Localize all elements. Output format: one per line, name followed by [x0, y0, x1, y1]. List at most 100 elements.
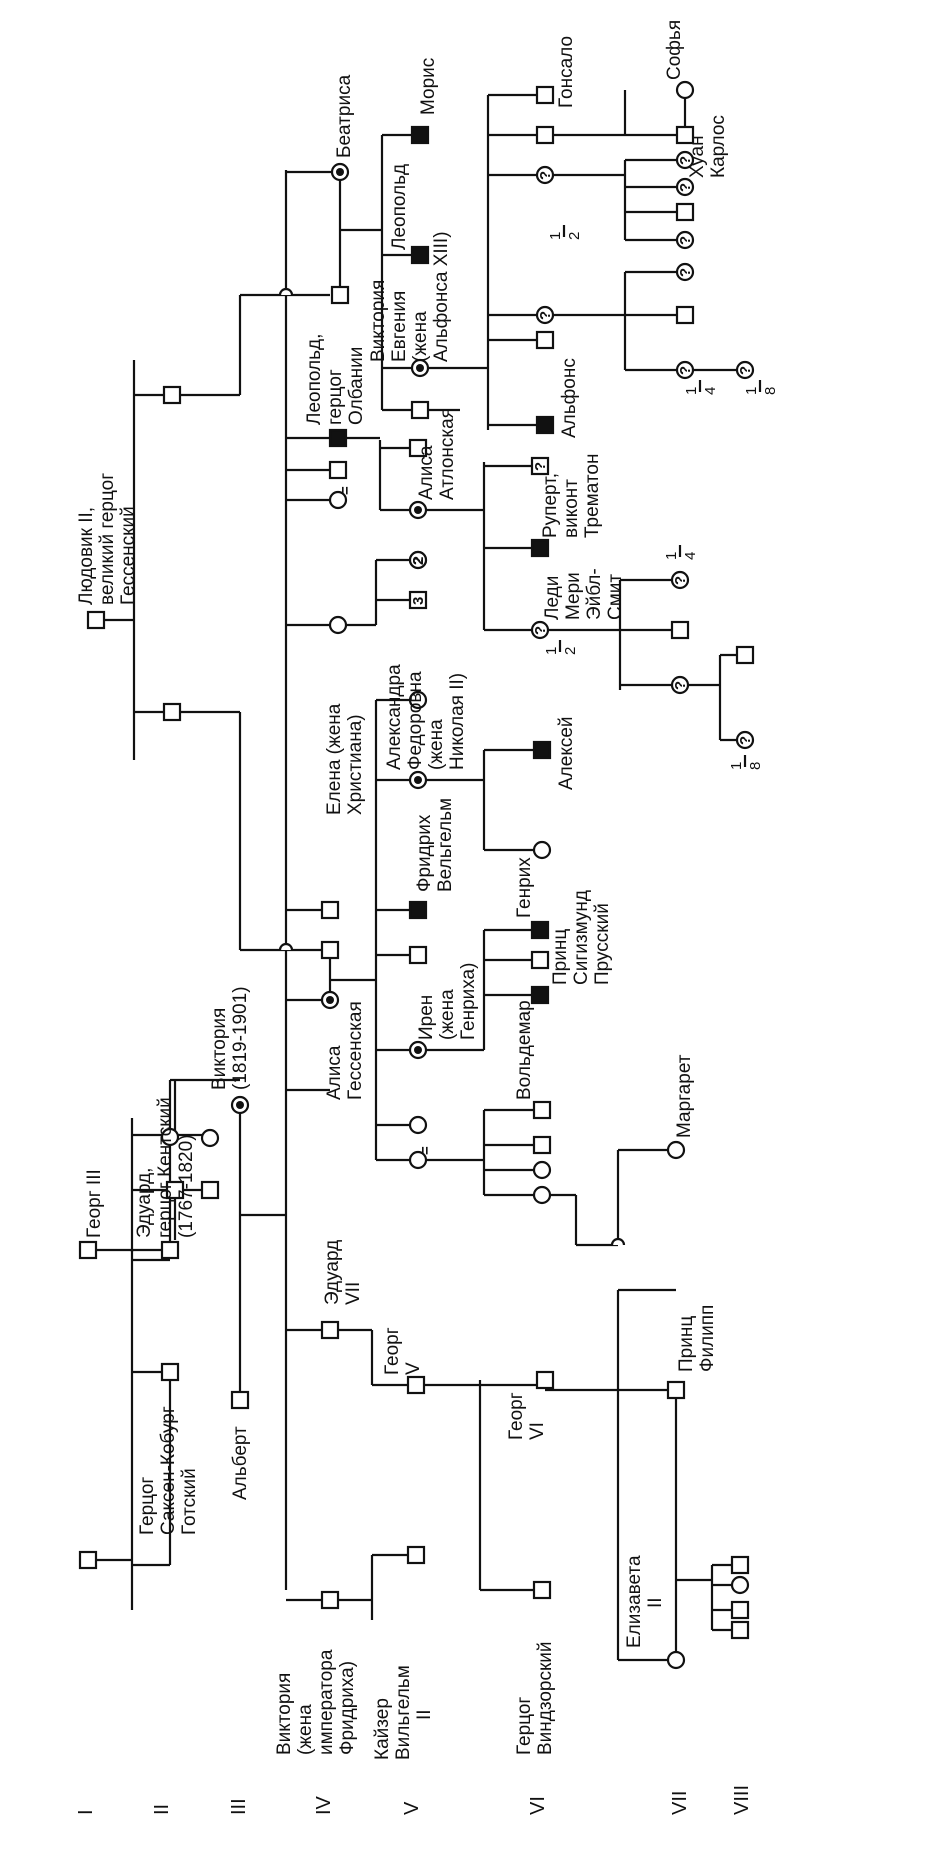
label-georg3: Георг III: [84, 1169, 105, 1238]
label-alisa-hess: Алиса Гессенская: [324, 1001, 366, 1100]
question-marks: ? ? ? ? ? ? ? ? ? ? ? ? ? ? 3 2 = =: [337, 156, 754, 1155]
label-genrih: Генрих: [514, 857, 535, 918]
label-gonsalo: Гонсало: [556, 36, 577, 108]
female-viii-3: [730, 1575, 750, 1595]
label-ledi-meri: Леди Мери Эйбл- Смит: [542, 563, 626, 620]
male-viii-4: [730, 1555, 750, 1575]
question-mark: ?: [677, 156, 694, 165]
count-3: 3: [410, 597, 427, 605]
male-v-beatrisa-1: [410, 400, 430, 420]
female-vi-1: [532, 1185, 552, 1205]
male-iv-3: [320, 900, 340, 920]
label-alfons: Альфонс: [559, 358, 580, 438]
label-margaret: Маргарет: [674, 1054, 695, 1138]
name-labels: Георг III Эдуард, герцог Кентский (1767-…: [76, 20, 729, 1760]
label-prince-sig: Принц Сигизмунд Прусский: [550, 885, 613, 985]
affected-leopold-albany: [328, 428, 348, 448]
label-kaiser: Кайзер Вильгельм II: [372, 1660, 435, 1760]
male-v-atl-husband: [408, 438, 428, 458]
female-v-2: [408, 1115, 428, 1135]
question-mark: ?: [677, 236, 694, 245]
gen-label-6: VI: [527, 1796, 549, 1815]
fraction-eighth-den: 8: [747, 762, 764, 770]
male-gen2-sib: [165, 1180, 185, 1200]
double-line: =: [337, 486, 354, 495]
fraction-quarter-den: 4: [702, 387, 719, 395]
question-mark: ?: [672, 681, 689, 690]
count-2: 2: [410, 557, 427, 565]
label-voldemar: Вольдемар: [514, 1000, 535, 1100]
label-viktoria-evg: Виктория Евгения (жена Альфонса XIII): [368, 231, 452, 362]
fraction-quarter-num: 1: [663, 552, 680, 560]
male-voldemar: [532, 1100, 552, 1120]
unknown-vi-atl: [530, 456, 550, 476]
label-moris: Морис: [418, 58, 439, 115]
label-eduard7: Эдуард VII: [322, 1235, 364, 1305]
fraction-eighth-num: 1: [743, 387, 760, 395]
male-ludwig-son1: [162, 385, 182, 405]
male-prince-filipp: [666, 1380, 686, 1400]
label-leopold2: Леопольд: [389, 164, 410, 250]
male-eduard7: [320, 1320, 340, 1340]
male-ludwig: [86, 610, 106, 630]
male-eduard-kent: [160, 1240, 180, 1260]
male-duke-windsor: [532, 1580, 552, 1600]
label-albert: Альберт: [230, 1426, 251, 1500]
male-gen2-sib2: [200, 1180, 220, 1200]
male-albert: [230, 1390, 250, 1410]
male-viktoria-fr-husband: [320, 1590, 340, 1610]
question-mark: ?: [532, 626, 549, 635]
affected-vi-4: [530, 985, 550, 1005]
label-aleksej: Алексей: [556, 716, 577, 790]
male-vii-spain-1: [675, 305, 695, 325]
gen-label-2: II: [151, 1804, 173, 1815]
male-georg5: [406, 1375, 426, 1395]
male-juan-karlos: [675, 125, 695, 145]
fraction-half-num: 1: [543, 647, 560, 655]
male-duke-saxe: [160, 1362, 180, 1382]
label-alisa-atl: Алиса Атлонская: [416, 408, 458, 500]
affected-leopold2: [410, 245, 430, 265]
label-sofya: Софья: [664, 20, 685, 80]
gen-label-1: I: [75, 1809, 97, 1815]
female-iv-twin: [328, 490, 348, 510]
fraction-half-den: 2: [562, 647, 579, 655]
female-sofya: [675, 80, 695, 100]
label-georg5: Георг V: [382, 1322, 424, 1375]
label-rupert: Руперт, виконт Трематон: [540, 454, 603, 538]
gen-label-4: IV: [313, 1795, 335, 1815]
male-prince-sig: [530, 950, 550, 970]
female-gen2-sib: [160, 1127, 180, 1147]
line-crossings: [278, 287, 626, 1246]
male-georg3: [78, 1240, 98, 1260]
male-vi-spain-3: [535, 125, 555, 145]
female-vi-2: [532, 1160, 552, 1180]
female-elena: [328, 615, 348, 635]
fraction-half-den: 2: [566, 232, 583, 240]
male-viii-lm-1: [735, 645, 755, 665]
affected-aleksej: [532, 740, 552, 760]
gen-label-7: VII: [669, 1791, 691, 1815]
female-v-4: [408, 690, 428, 710]
pedigree-symbols: [78, 80, 755, 1670]
male-iv-twin: [328, 460, 348, 480]
possible-carriers: [408, 150, 755, 750]
generation-labels: I II III IV V VI VII VIII: [75, 1785, 753, 1815]
male-beatrisa-husband: [330, 285, 350, 305]
male-v-elena-3: [408, 590, 428, 610]
label-elizaveta: Елизавета II: [624, 1550, 666, 1648]
question-mark: ?: [677, 366, 694, 375]
affected-alfons: [535, 415, 555, 435]
label-beatrisa: Беатриса: [334, 74, 355, 158]
gen-label-5: V: [401, 1801, 423, 1815]
label-elena: Елена (жена Христиана): [324, 698, 366, 815]
affected-moris: [410, 125, 430, 145]
double-line: =: [417, 1146, 434, 1155]
label-eduard-kent: Эдуард, герцог Кентский (1767-1820): [134, 1092, 197, 1238]
question-mark: ?: [737, 366, 754, 375]
label-prince-filipp: Принц Филипп: [676, 1305, 718, 1372]
label-fridrih: Фридрих Вельгельм: [414, 798, 456, 892]
label-alexandra: Александра Федоровна (жена Николая II): [384, 659, 468, 770]
label-leopold-albany: Леопольд, герцог Олбании: [304, 328, 367, 425]
male-vi-3: [532, 1135, 552, 1155]
